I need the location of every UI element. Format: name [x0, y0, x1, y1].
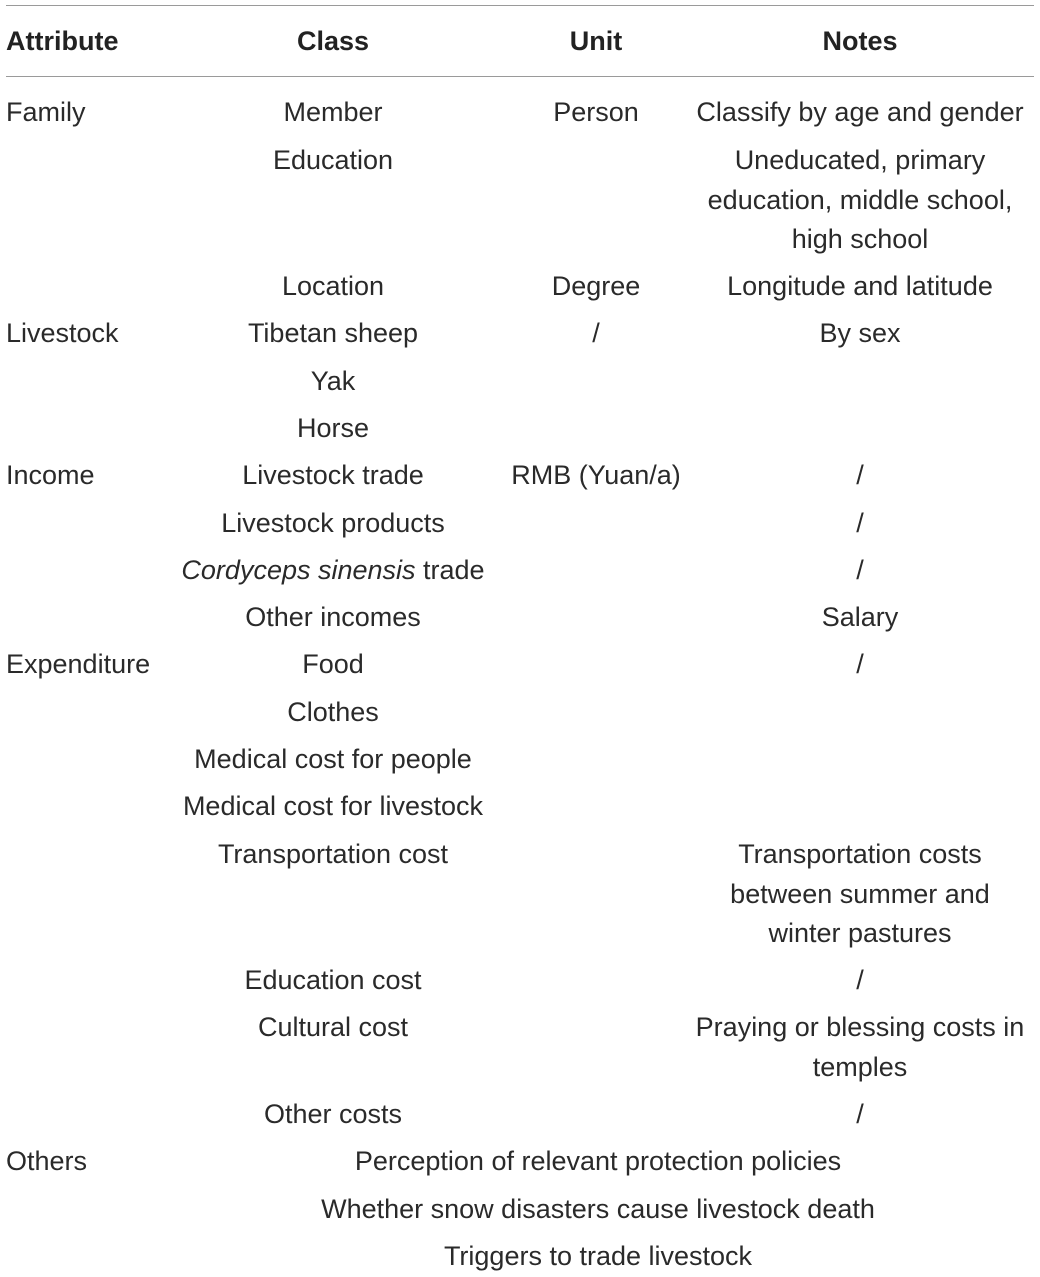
cell-notes: Uneducated, primary education, middle sc… — [707, 145, 1013, 254]
cell-notes: / — [856, 460, 864, 490]
cell-class: Medical cost for livestock — [182, 791, 484, 821]
header-class: Class — [296, 26, 370, 56]
class-suffix: trade — [415, 555, 485, 585]
cell-class: Livestock trade — [242, 460, 424, 490]
cell-notes: By sex — [819, 318, 901, 348]
cell-class: Tibetan sheep — [247, 318, 419, 348]
cell-class: Location — [281, 271, 385, 301]
cell-notes: / — [856, 649, 864, 679]
cell-class: Food — [302, 649, 364, 679]
cell-span: Triggers to trade livestock — [443, 1241, 753, 1271]
cell-unit: / — [592, 318, 600, 348]
cell-unit: Degree — [551, 271, 641, 301]
header-notes: Notes — [822, 26, 898, 56]
cell-attribute: Family — [6, 97, 86, 127]
cell-notes: Praying or blessing costs in temples — [695, 1012, 1025, 1082]
cell-notes: / — [856, 555, 864, 585]
cell-class: Medical cost for people — [194, 744, 472, 774]
cell-attribute: Livestock — [6, 318, 119, 348]
cell-unit: Person — [553, 97, 639, 127]
header-rule — [6, 76, 1034, 77]
header-unit: Unit — [569, 26, 623, 56]
cell-class: Cordyceps sinensis trade — [167, 551, 499, 591]
cell-class: Yak — [310, 366, 356, 396]
cell-notes: / — [856, 1099, 864, 1129]
cell-class: Livestock products — [221, 508, 445, 538]
cell-span: Whether snow disasters cause livestock d… — [321, 1194, 875, 1224]
cell-notes: Classify by age and gender — [696, 97, 1024, 127]
cell-notes: Transportation costs between summer and … — [730, 839, 990, 948]
cell-span: Perception of relevant protection polici… — [354, 1146, 842, 1176]
cell-class: Horse — [296, 413, 370, 443]
cell-class: Education cost — [244, 965, 422, 995]
cell-notes: / — [856, 965, 864, 995]
header-attribute: Attribute — [6, 26, 119, 56]
cell-attribute: Income — [6, 460, 95, 490]
cell-notes: Salary — [821, 602, 899, 632]
cell-class: Transportation cost — [217, 839, 449, 869]
cell-class: Other costs — [263, 1099, 403, 1129]
cell-notes: Longitude and latitude — [727, 271, 993, 301]
cell-attribute: Expenditure — [6, 649, 151, 679]
cell-class: Clothes — [287, 697, 379, 727]
species-name: Cordyceps sinensis — [181, 555, 416, 585]
cell-notes: / — [856, 508, 864, 538]
cell-class: Other incomes — [245, 602, 421, 632]
cell-class: Member — [283, 97, 383, 127]
cell-class: Cultural cost — [257, 1012, 409, 1042]
cell-class: Education — [272, 145, 394, 175]
table-top-rule — [6, 5, 1034, 6]
cell-attribute: Others — [6, 1146, 88, 1176]
cell-unit: RMB (Yuan/a) — [511, 460, 681, 490]
